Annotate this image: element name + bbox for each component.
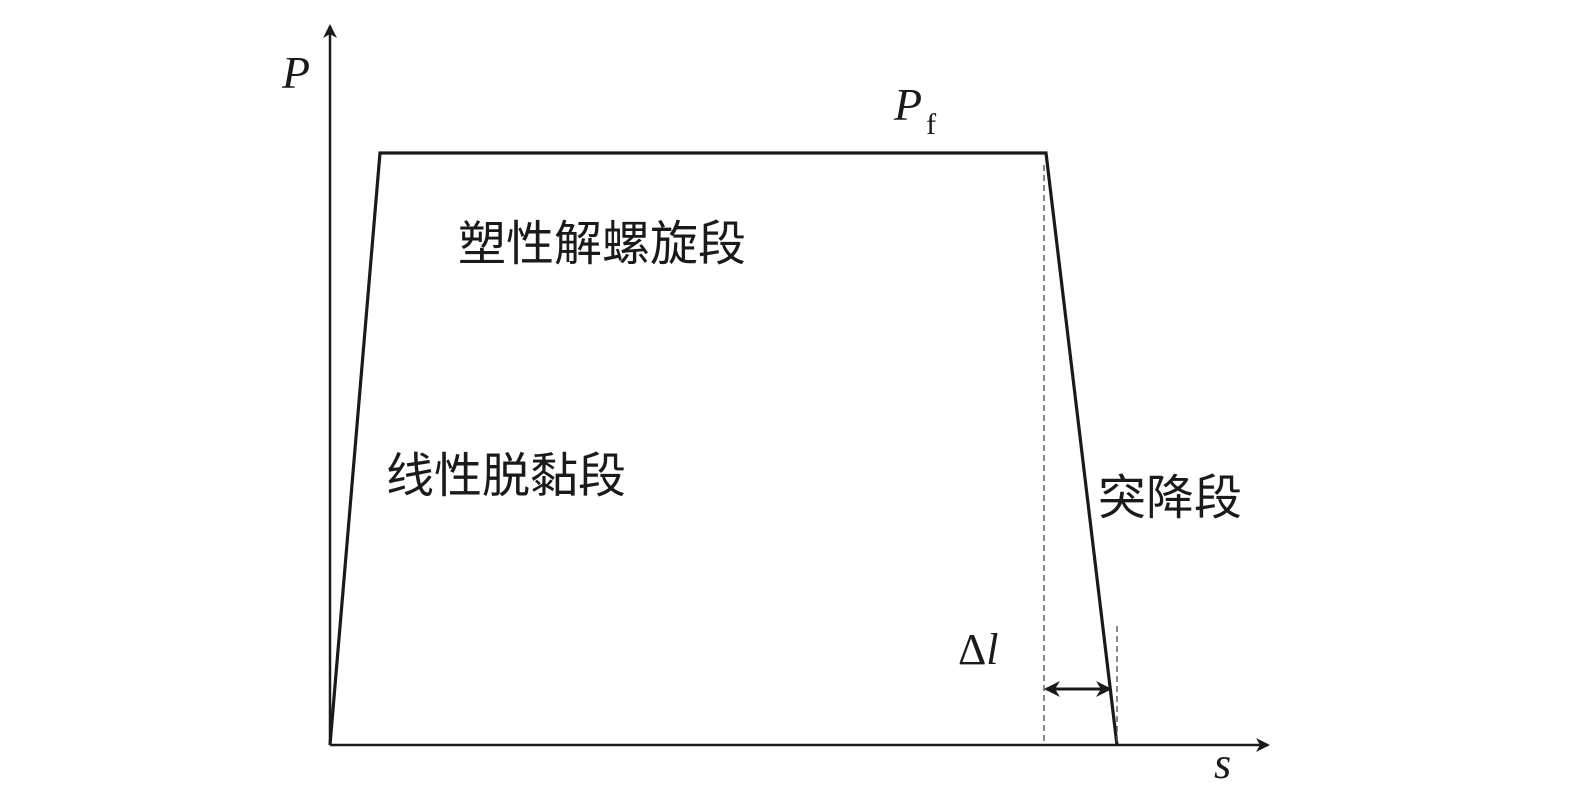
drop-segment-label: 突降段 xyxy=(1098,470,1242,526)
delta-l-label: Δl xyxy=(958,625,999,674)
y-axis-label: P xyxy=(281,47,310,98)
x-axis-label: s xyxy=(1214,739,1231,788)
load-slip-curve xyxy=(328,151,1119,746)
linear-segment-label: 线性脱黏段 xyxy=(386,448,626,504)
plastic-segment-label: 塑性解螺旋段 xyxy=(458,216,746,272)
